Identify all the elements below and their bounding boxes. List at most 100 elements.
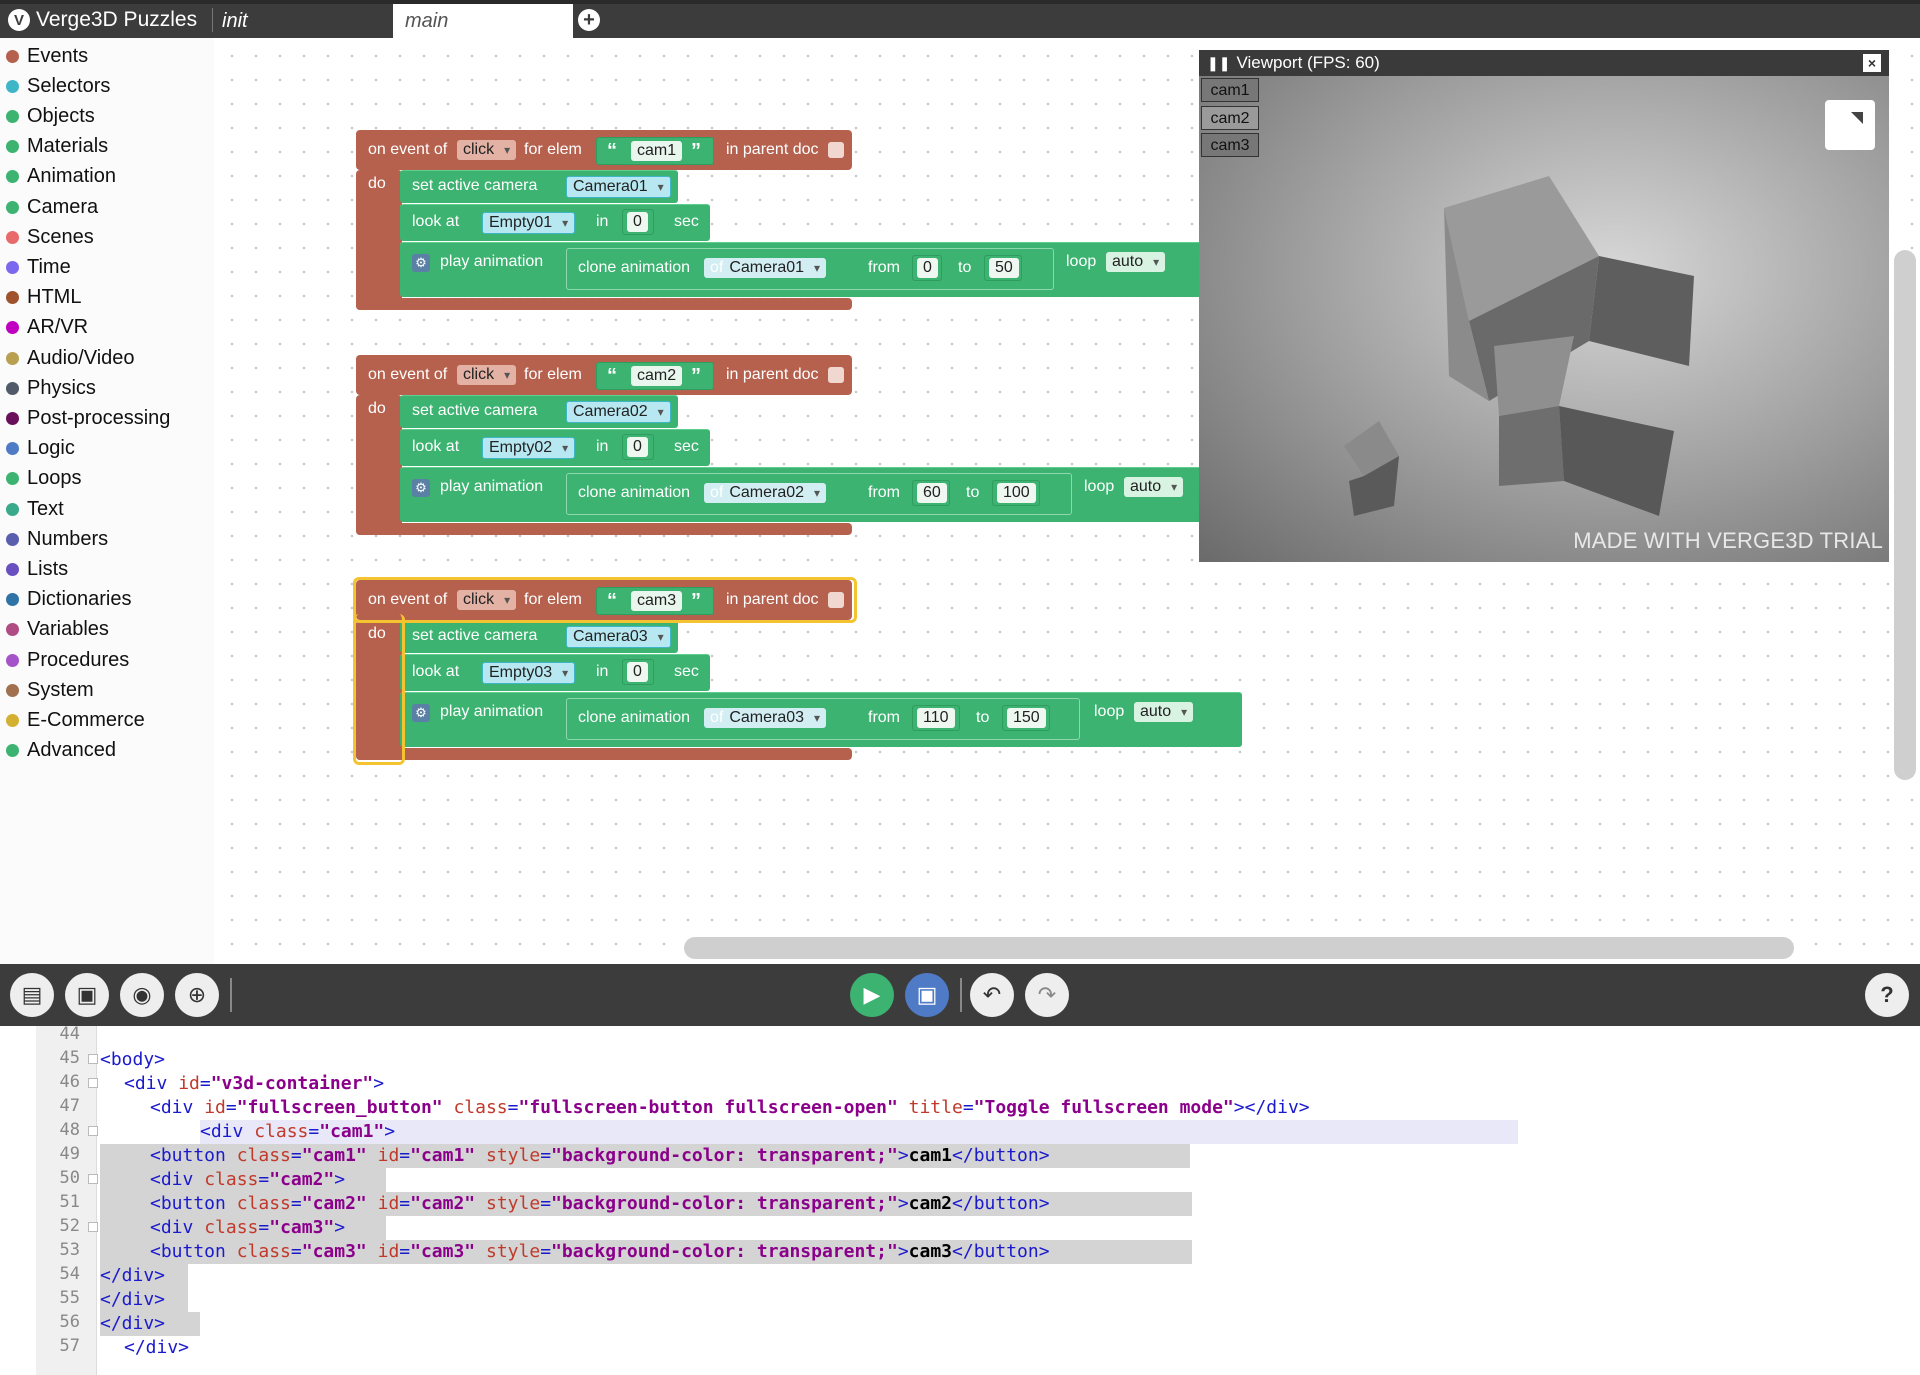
viewport-scene[interactable]: cam1 cam2 cam3 MADE WITH VERGE3D TRIAL — [1199, 76, 1889, 562]
viewport-cam3-button[interactable]: cam3 — [1201, 133, 1259, 157]
camera-dropdown[interactable]: Camera01 — [566, 176, 671, 198]
tab-init[interactable]: init — [222, 9, 248, 32]
category-lists[interactable]: Lists — [6, 555, 68, 583]
loop-mode-dropdown[interactable]: auto — [1106, 252, 1166, 272]
to-number-block[interactable]: 150 — [1002, 705, 1050, 731]
category-advanced[interactable]: Advanced — [6, 737, 116, 765]
horizontal-scrollbar[interactable] — [684, 937, 1794, 959]
category-logic[interactable]: Logic — [6, 435, 75, 463]
undo-icon[interactable]: ↶ — [970, 973, 1014, 1017]
category-scenes[interactable]: Scenes — [6, 223, 94, 251]
category-e-commerce[interactable]: E-Commerce — [6, 706, 145, 734]
from-value[interactable]: 60 — [917, 483, 947, 503]
run-icon[interactable]: ▶ — [850, 973, 894, 1017]
event-type-dropdown[interactable]: click — [457, 590, 517, 610]
viewport-panel[interactable]: ❚❚ Viewport (FPS: 60) × cam1 cam2 cam3 M… — [1199, 50, 1889, 562]
camera-dropdown[interactable]: Camera03 — [566, 626, 671, 648]
to-value[interactable]: 50 — [989, 258, 1019, 278]
gear-icon[interactable]: ⚙ — [412, 704, 430, 722]
viewport-titlebar[interactable]: ❚❚ Viewport (FPS: 60) — [1199, 50, 1889, 76]
elem-id-value[interactable]: cam3 — [631, 591, 683, 611]
from-number-block[interactable]: 0 — [912, 255, 942, 281]
close-icon[interactable]: × — [1863, 54, 1881, 72]
loop-mode-dropdown[interactable]: auto — [1124, 477, 1184, 497]
code-line[interactable]: <div class="cam1"> — [200, 1121, 396, 1142]
elem-id-value[interactable]: cam2 — [631, 366, 683, 386]
code-line[interactable]: <div id="fullscreen_button" class="fulls… — [150, 1097, 1310, 1118]
loop-mode-dropdown[interactable]: auto — [1134, 702, 1194, 722]
category-loops[interactable]: Loops — [6, 465, 82, 493]
from-value[interactable]: 0 — [917, 258, 938, 278]
category-audio-video[interactable]: Audio/Video — [6, 344, 135, 372]
code-line[interactable]: <button class="cam2" id="cam2" style="ba… — [150, 1193, 1050, 1214]
fold-marker-icon[interactable] — [88, 1078, 98, 1088]
tab-main[interactable]: main — [393, 4, 573, 38]
category-time[interactable]: Time — [6, 253, 71, 281]
time-value[interactable]: 0 — [627, 437, 648, 457]
viewport-cam1-button[interactable]: cam1 — [1201, 78, 1259, 102]
category-text[interactable]: Text — [6, 495, 64, 523]
fold-marker-icon[interactable] — [88, 1054, 98, 1064]
camera-icon[interactable]: ◉ — [120, 973, 164, 1017]
look-at-target-dropdown[interactable]: Empty02 — [482, 437, 576, 459]
in-parent-doc-checkbox[interactable] — [828, 592, 844, 608]
from-value[interactable]: 110 — [917, 708, 955, 728]
target-icon[interactable]: ⊕ — [175, 973, 219, 1017]
code-line[interactable]: <button class="cam3" id="cam3" style="ba… — [150, 1241, 1050, 1262]
elem-id-value[interactable]: cam1 — [631, 141, 683, 161]
time-value[interactable]: 0 — [627, 662, 648, 682]
time-value[interactable]: 0 — [627, 212, 648, 232]
event-block-cam3[interactable]: on event ofclickfor elem“cam3”in parent … — [353, 577, 1248, 770]
time-number-block[interactable]: 0 — [622, 209, 654, 235]
to-number-block[interactable]: 50 — [984, 255, 1022, 281]
add-tab-icon[interactable]: + — [578, 9, 600, 31]
fold-marker-icon[interactable] — [88, 1174, 98, 1184]
gear-icon[interactable]: ⚙ — [412, 479, 430, 497]
category-variables[interactable]: Variables — [6, 616, 109, 644]
in-parent-doc-checkbox[interactable] — [828, 367, 844, 383]
time-number-block[interactable]: 0 — [622, 434, 654, 460]
elem-string-block[interactable]: “cam2” — [596, 362, 714, 390]
viewport-cam2-button[interactable]: cam2 — [1201, 106, 1259, 130]
category-dictionaries[interactable]: Dictionaries — [6, 586, 131, 614]
to-number-block[interactable]: 100 — [992, 480, 1040, 506]
fullscreen-icon[interactable] — [1825, 100, 1875, 150]
fold-marker-icon[interactable] — [88, 1222, 98, 1232]
category-objects[interactable]: Objects — [6, 102, 95, 130]
panel-icon[interactable]: ▣ — [65, 973, 109, 1017]
from-number-block[interactable]: 110 — [912, 705, 960, 731]
in-parent-doc-checkbox[interactable] — [828, 142, 844, 158]
to-value[interactable]: 100 — [997, 483, 1036, 503]
code-line[interactable]: </div> — [124, 1337, 190, 1358]
elem-string-block[interactable]: “cam1” — [596, 137, 714, 165]
code-line[interactable]: </div> — [100, 1265, 166, 1286]
category-materials[interactable]: Materials — [6, 133, 108, 161]
redo-icon[interactable]: ↷ — [1025, 973, 1069, 1017]
category-procedures[interactable]: Procedures — [6, 646, 129, 674]
from-number-block[interactable]: 60 — [912, 480, 950, 506]
category-events[interactable]: Events — [6, 42, 88, 70]
look-at-target-dropdown[interactable]: Empty03 — [482, 662, 576, 684]
time-number-block[interactable]: 0 — [622, 659, 654, 685]
category-animation[interactable]: Animation — [6, 163, 116, 191]
elem-string-block[interactable]: “cam3” — [596, 587, 714, 615]
code-line[interactable]: <div class="cam3"> — [150, 1217, 346, 1238]
category-selectors[interactable]: Selectors — [6, 72, 110, 100]
event-type-dropdown[interactable]: click — [457, 140, 517, 160]
category-system[interactable]: System — [6, 676, 94, 704]
category-post-processing[interactable]: Post-processing — [6, 404, 170, 432]
event-type-dropdown[interactable]: click — [457, 365, 517, 385]
fold-marker-icon[interactable] — [88, 1126, 98, 1136]
book-icon[interactable]: ▤ — [10, 973, 54, 1017]
code-line[interactable]: <div class="cam2"> — [150, 1169, 346, 1190]
category-numbers[interactable]: Numbers — [6, 525, 108, 553]
category-html[interactable]: HTML — [6, 284, 81, 312]
pause-icon[interactable]: ❚❚ — [1207, 54, 1231, 71]
look-at-target-dropdown[interactable]: Empty01 — [482, 212, 576, 234]
code-line[interactable]: </div> — [100, 1313, 166, 1334]
code-line[interactable]: <div id="v3d-container"> — [124, 1073, 385, 1094]
category-physics[interactable]: Physics — [6, 374, 96, 402]
